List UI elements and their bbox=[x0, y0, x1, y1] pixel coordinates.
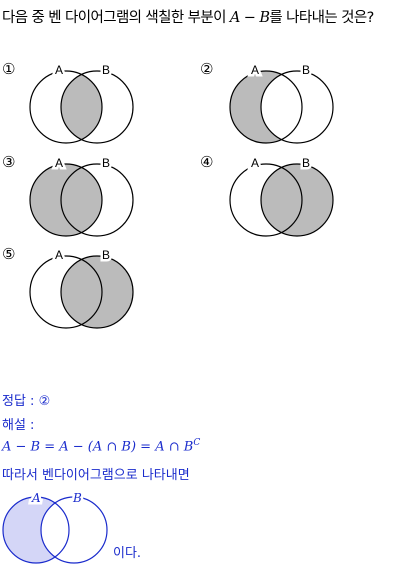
question-math: A − B bbox=[229, 10, 270, 26]
venn-choice-1[interactable]: A B bbox=[18, 62, 148, 152]
shaded-region bbox=[30, 164, 102, 236]
choice-4-number: ④ bbox=[200, 153, 214, 171]
set-b-label: B bbox=[302, 156, 310, 170]
venn-choice-3[interactable]: A B bbox=[18, 155, 148, 245]
answer-line: 정답 : ② bbox=[2, 390, 50, 409]
set-b-label: B bbox=[302, 63, 310, 77]
question-text: 다음 중 벤 다이어그램의 색칠한 부분이 A − B를 나타내는 것은? bbox=[2, 10, 374, 26]
set-b-label: B bbox=[102, 248, 110, 262]
shaded-region bbox=[230, 71, 302, 143]
set-a-label: A bbox=[55, 156, 63, 170]
choice-5-number: ⑤ bbox=[2, 245, 16, 263]
set-a-label: A bbox=[55, 63, 63, 77]
set-a-label: A bbox=[251, 63, 259, 77]
set-b-label: B bbox=[102, 156, 110, 170]
venn-choice-2[interactable]: A B bbox=[218, 62, 348, 152]
set-a-label: A bbox=[251, 156, 259, 170]
choice-2-number: ② bbox=[200, 60, 214, 78]
venn-choice-4[interactable]: A B bbox=[218, 155, 348, 245]
shaded-region bbox=[3, 497, 69, 563]
shaded-region bbox=[61, 71, 102, 143]
explanation-formula: A − B = A − (A ∩ B) = A ∩ BC bbox=[2, 438, 201, 455]
set-b-label: B bbox=[102, 63, 110, 77]
set-a-label: A bbox=[55, 248, 63, 262]
choice-1-number: ① bbox=[2, 60, 16, 78]
set-b-label: B bbox=[72, 491, 82, 505]
answer-value: ② bbox=[38, 394, 51, 409]
explanation-venn: A B bbox=[2, 489, 108, 564]
explanation-ending: 이다. bbox=[113, 546, 142, 561]
venn-choice-5[interactable]: A B bbox=[18, 247, 148, 337]
set-a-label: A bbox=[31, 491, 41, 505]
shaded-region bbox=[61, 256, 133, 328]
explanation-label: 해설 : bbox=[2, 418, 35, 433]
choice-3-number: ③ bbox=[2, 153, 16, 171]
answer-label: 정답 : bbox=[2, 394, 39, 409]
explanation-line2: 따라서 벤다이어그램으로 나타내면 bbox=[2, 468, 190, 483]
shaded-region bbox=[261, 164, 333, 236]
